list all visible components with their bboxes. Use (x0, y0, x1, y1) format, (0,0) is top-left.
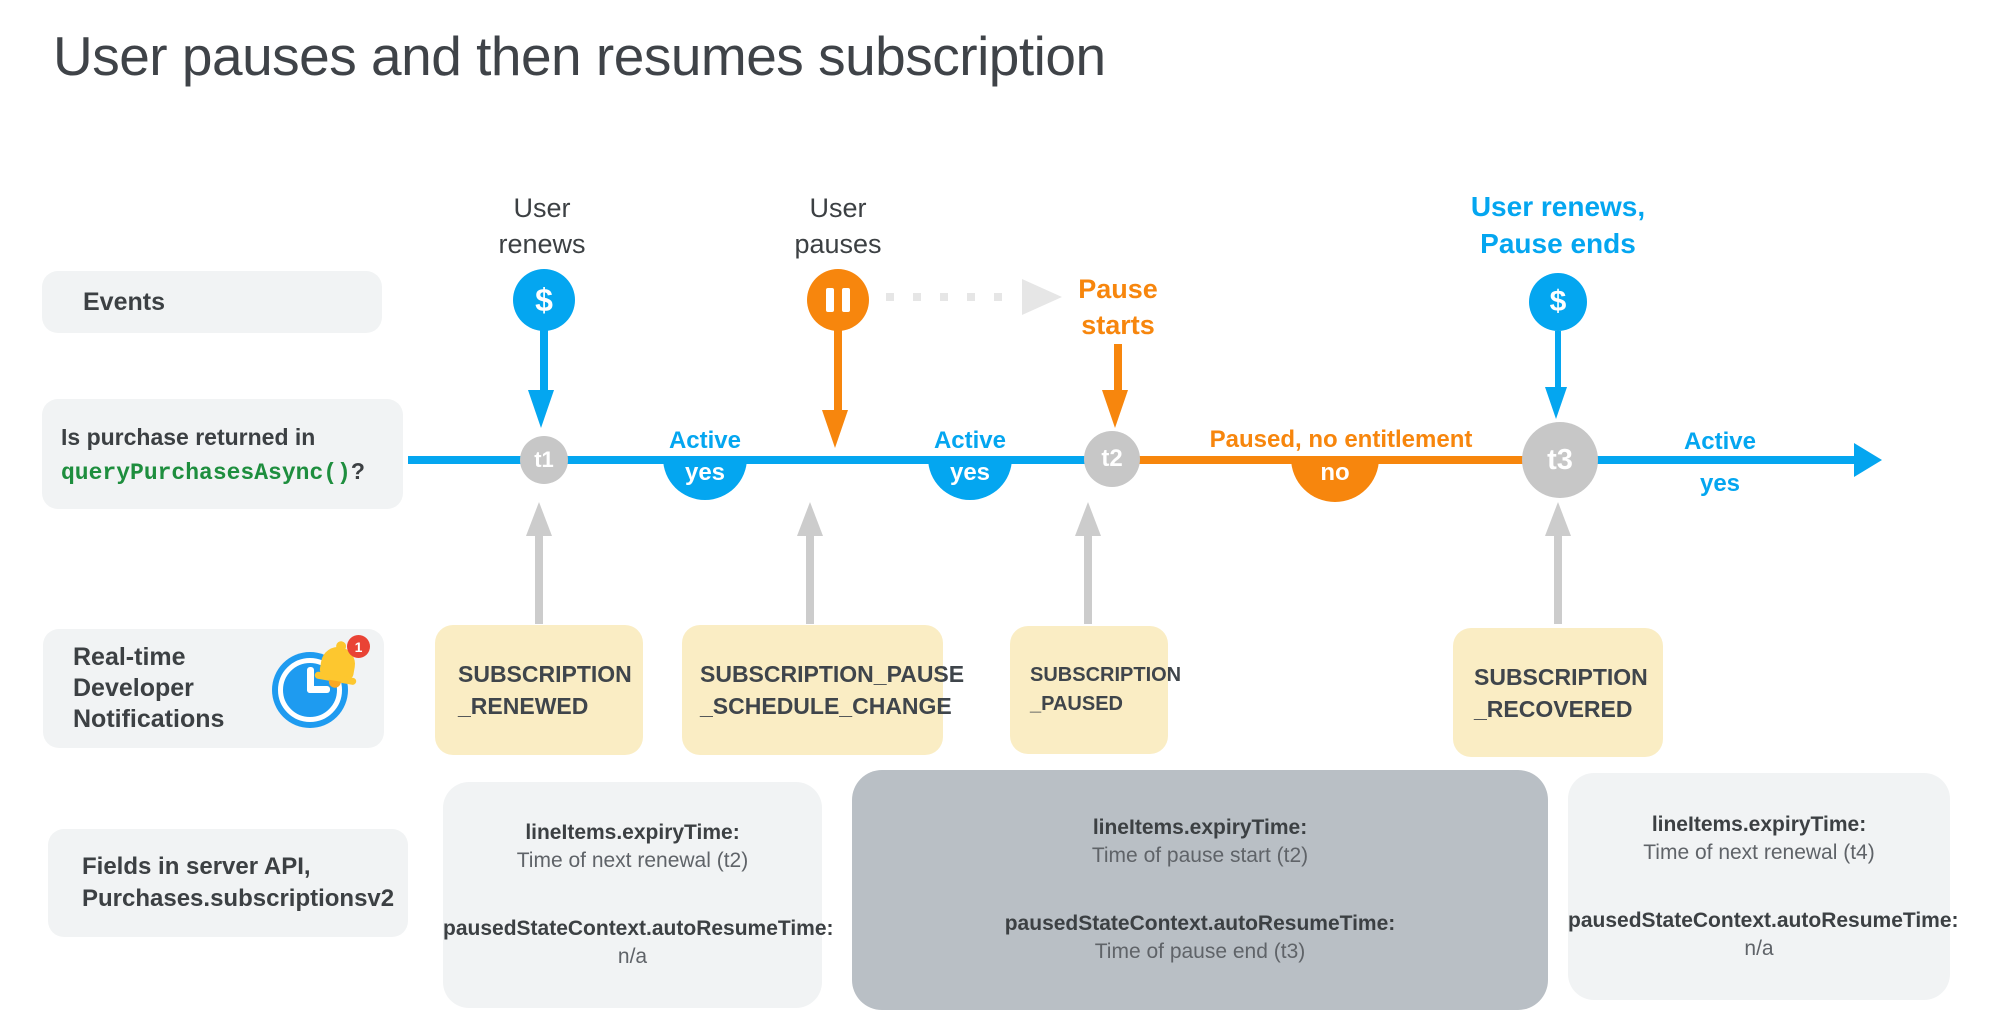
rtdn-arrow-head-2 (797, 502, 823, 536)
api-fields-box-3: lineItems.expiryTime: Time of next renew… (1568, 773, 1959, 1000)
field-group: lineItems.expiryTime: Time of next renew… (516, 821, 749, 872)
rtdn-arrow-stem-3 (1084, 534, 1092, 624)
dollar-icon: $ (1529, 273, 1587, 331)
field-group: pausedStateContext.autoResumeTime: n/a (443, 917, 834, 968)
event-label-pause-starts: Pause starts (1078, 274, 1158, 340)
event-label-user-pauses: User pauses (794, 193, 882, 259)
pause-starts-arrow-stem (1114, 344, 1122, 392)
timeline-arrowhead (1854, 443, 1882, 477)
field-group: pausedStateContext.autoResumeTime: n/a (1568, 908, 1959, 960)
notification-box-subscription-paused: SUBSCRIPTION _PAUSED (1010, 626, 1181, 754)
state-label-active-2: Active (933, 427, 1007, 454)
event-label-user-renews: User renews (498, 193, 586, 259)
clock-hour-hand (307, 686, 330, 693)
page-title: User pauses and then resumes subscriptio… (53, 25, 1106, 87)
state-label-active-3: Active (1683, 428, 1757, 455)
field-group: lineItems.expiryTime: Time of next renew… (1643, 812, 1875, 864)
pause-starts-arrow-head (1102, 390, 1128, 428)
dotted-arrow-line (886, 293, 1016, 301)
rtdn-arrow-head-4 (1545, 502, 1571, 536)
rtdn-arrow-head-3 (1075, 502, 1101, 536)
rtdn-arrow-stem-2 (806, 534, 814, 624)
pause-arrow-stem (834, 330, 842, 412)
rtdn-arrow-stem-1 (535, 534, 543, 624)
state-badge-no: no (1291, 458, 1379, 502)
renew2-arrow-head (1545, 387, 1567, 419)
notification-box-subscription-pause-schedule-change: SUBSCRIPTION_PAUSE _SCHEDULE_CHANGE (682, 625, 964, 755)
dotted-arrow-head (1022, 279, 1062, 315)
rtdn-arrow-head-1 (526, 502, 552, 536)
field-group: lineItems.expiryTime: Time of pause star… (1091, 816, 1309, 867)
event-label-user-renews-pause-ends: User renews, Pause ends (1470, 191, 1646, 259)
state-label-paused: Paused, no entitlement (1209, 426, 1473, 453)
rtdn-arrow-stem-4 (1554, 534, 1562, 624)
pause-arrow-head (822, 410, 848, 448)
renew2-arrow-stem (1555, 331, 1561, 389)
pause-icon (807, 269, 869, 331)
notification-box-subscription-renewed: SUBSCRIPTION _RENEWED (435, 625, 643, 755)
timeline-point-t3: t3 (1522, 422, 1598, 498)
clock-ring (278, 658, 342, 722)
api-fields-box-1: lineItems.expiryTime: Time of next renew… (443, 782, 834, 1008)
clock-icon (272, 652, 348, 728)
row-label-server-fields: Fields in server API, Purchases.subscrip… (48, 829, 408, 937)
rtdn-label: Real-time Developer Notifications (73, 643, 225, 733)
purchase-question-text: Is purchase returned in (61, 424, 316, 450)
timeline-point-t1: t1 (520, 436, 568, 484)
state-badge-yes-1: yes (663, 458, 747, 500)
clock-minute-hand (307, 667, 314, 693)
api-fields-box-2-emphasized: lineItems.expiryTime: Time of pause star… (852, 770, 1548, 1010)
events-label: Events (83, 287, 165, 316)
state-badge-yes-2: yes (928, 458, 1012, 500)
notification-box-subscription-recovered: SUBSCRIPTION _RECOVERED (1453, 628, 1663, 757)
row-label-purchase-question: Is purchase returned in queryPurchasesAs… (42, 399, 403, 509)
field-group: pausedStateContext.autoResumeTime: Time … (1004, 912, 1396, 963)
row-label-events: Events (42, 271, 382, 333)
timeline-point-t2: t2 (1084, 431, 1140, 487)
timeline-segment-paused (1114, 456, 1560, 464)
notification-count-badge: 1 (347, 635, 370, 658)
purchase-question-code: queryPurchasesAsync() (61, 460, 351, 486)
timeline-segment-active-2 (1560, 456, 1856, 464)
state-label-active-1: Active (668, 427, 742, 454)
dollar-icon: $ (513, 269, 575, 331)
renew1-arrow-stem (540, 330, 548, 392)
timeline-segment-active-1 (408, 456, 1114, 464)
purchase-question-mark: ? (350, 458, 365, 484)
state-value-yes-3: yes (1699, 470, 1741, 497)
renew1-arrow-head (528, 390, 554, 428)
